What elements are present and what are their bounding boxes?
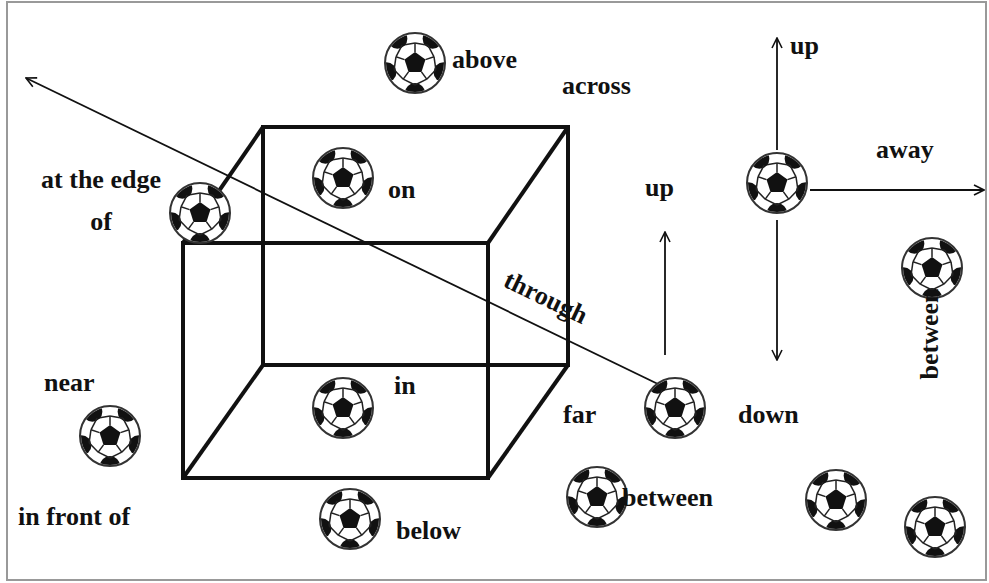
preposition-label: in <box>394 373 416 399</box>
preposition-label: above <box>452 47 517 73</box>
preposition-label: up <box>645 175 674 201</box>
preposition-label: down <box>738 402 799 428</box>
preposition-label: across <box>562 73 631 99</box>
preposition-label: in front of <box>18 504 130 530</box>
preposition-label: near <box>44 370 95 396</box>
cube <box>183 127 568 478</box>
preposition-label: below <box>396 518 461 544</box>
preposition-label: far <box>563 402 596 428</box>
preposition-label: between <box>917 289 943 380</box>
soccer-ball <box>304 374 381 448</box>
frame <box>7 2 986 580</box>
preposition-label: away <box>876 137 934 163</box>
soccer-ball <box>738 149 815 223</box>
soccer-ball <box>797 466 874 540</box>
soccer-ball <box>376 29 453 103</box>
soccer-ball <box>636 374 713 448</box>
soccer-ball <box>71 402 148 476</box>
soccer-ball <box>161 179 238 253</box>
preposition-label: at the edge of <box>36 159 166 243</box>
direction-arrows <box>26 38 984 385</box>
preposition-label: on <box>388 177 415 203</box>
preposition-label: up <box>790 33 819 59</box>
preposition-label: between <box>622 485 713 511</box>
soccer-ball <box>304 144 381 218</box>
soccer-ball <box>896 493 973 567</box>
soccer-balls <box>71 29 973 567</box>
soccer-ball <box>311 485 388 559</box>
preposition-label: through <box>500 267 592 329</box>
